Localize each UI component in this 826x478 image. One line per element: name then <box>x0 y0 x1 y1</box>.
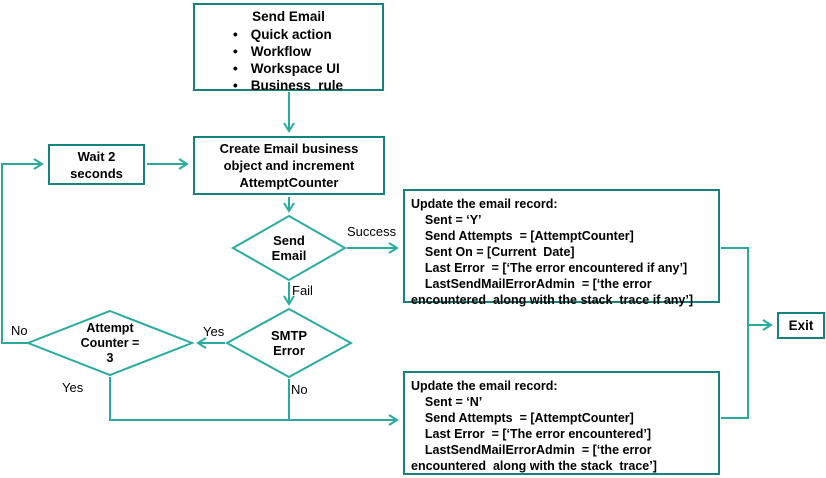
edge-exit-rail <box>721 247 749 419</box>
connector-edges <box>1 92 773 426</box>
update-fail-line: Update the email record: <box>411 379 558 393</box>
edge-attempt-yes <box>109 377 399 426</box>
update-record-fail-node: Update the email record: Sent = ‘N’ Send… <box>403 371 720 475</box>
exit-label: Exit <box>788 318 814 333</box>
send-email-trigger-bullet-list: Quick actionWorkflowWorkspace UIBusiness… <box>203 26 374 94</box>
update-fail-line: encountered along with the stack trace’] <box>411 459 657 473</box>
update-success-line: Last Error = [‘The error encountered if … <box>411 261 688 275</box>
edge-label-smtp-no: No <box>291 382 308 397</box>
update-success-line: LastSendMailErrorAdmin = [‘the error <box>411 277 652 291</box>
wait-2-seconds-node: Wait 2 seconds <box>48 144 145 185</box>
update-fail-line: Last Error = [‘The error encountered’] <box>411 427 651 441</box>
update-fail-line: LastSendMailErrorAdmin = [‘the error <box>411 443 652 457</box>
update-record-success-node: Update the email record: Sent = ‘Y’ Send… <box>403 189 720 307</box>
edge-label-attempt-no: No <box>11 323 28 338</box>
wait-2-seconds-label: Wait 2 seconds <box>70 148 123 181</box>
create-email-node: Create Email business object and increme… <box>193 136 385 195</box>
trigger-bullet-item: Workflow <box>233 43 374 60</box>
update-success-line: encountered along with the stack trace i… <box>411 293 694 307</box>
edge-attempt-no-loop <box>1 158 44 344</box>
edge-label-attempt-yes: Yes <box>62 380 84 395</box>
send-email-decision-diamond <box>230 214 348 282</box>
trigger-bullet-item: Workspace UI <box>233 60 374 77</box>
trigger-bullet-item: Quick action <box>233 26 374 43</box>
attempt-counter-decision-diamond <box>25 309 195 377</box>
send-email-trigger-title: Send Email <box>252 9 325 24</box>
smtp-error-decision-diamond <box>224 307 354 379</box>
update-success-line: Sent = ‘Y’ <box>411 213 482 227</box>
update-fail-line: Sent = ‘N’ <box>411 395 483 409</box>
trigger-bullet-item: Business rule <box>233 77 374 94</box>
edge-label-fail: Fail <box>292 283 313 298</box>
create-email-label: Create Email business object and increme… <box>219 141 359 190</box>
edge-label-smtp-yes: Yes <box>203 324 225 339</box>
update-success-line: Update the email record: <box>411 197 558 211</box>
exit-node: Exit <box>777 312 825 339</box>
update-success-line: Sent On = [Current Date] <box>411 245 575 259</box>
update-success-line: Send Attempts = [AttemptCounter] <box>411 229 634 243</box>
send-email-trigger-node: Send Email Quick actionWorkflowWorkspace… <box>193 3 384 94</box>
decision-diamonds <box>25 214 354 379</box>
edge-label-success: Success <box>347 224 397 239</box>
update-fail-line: Send Attempts = [AttemptCounter] <box>411 411 634 425</box>
